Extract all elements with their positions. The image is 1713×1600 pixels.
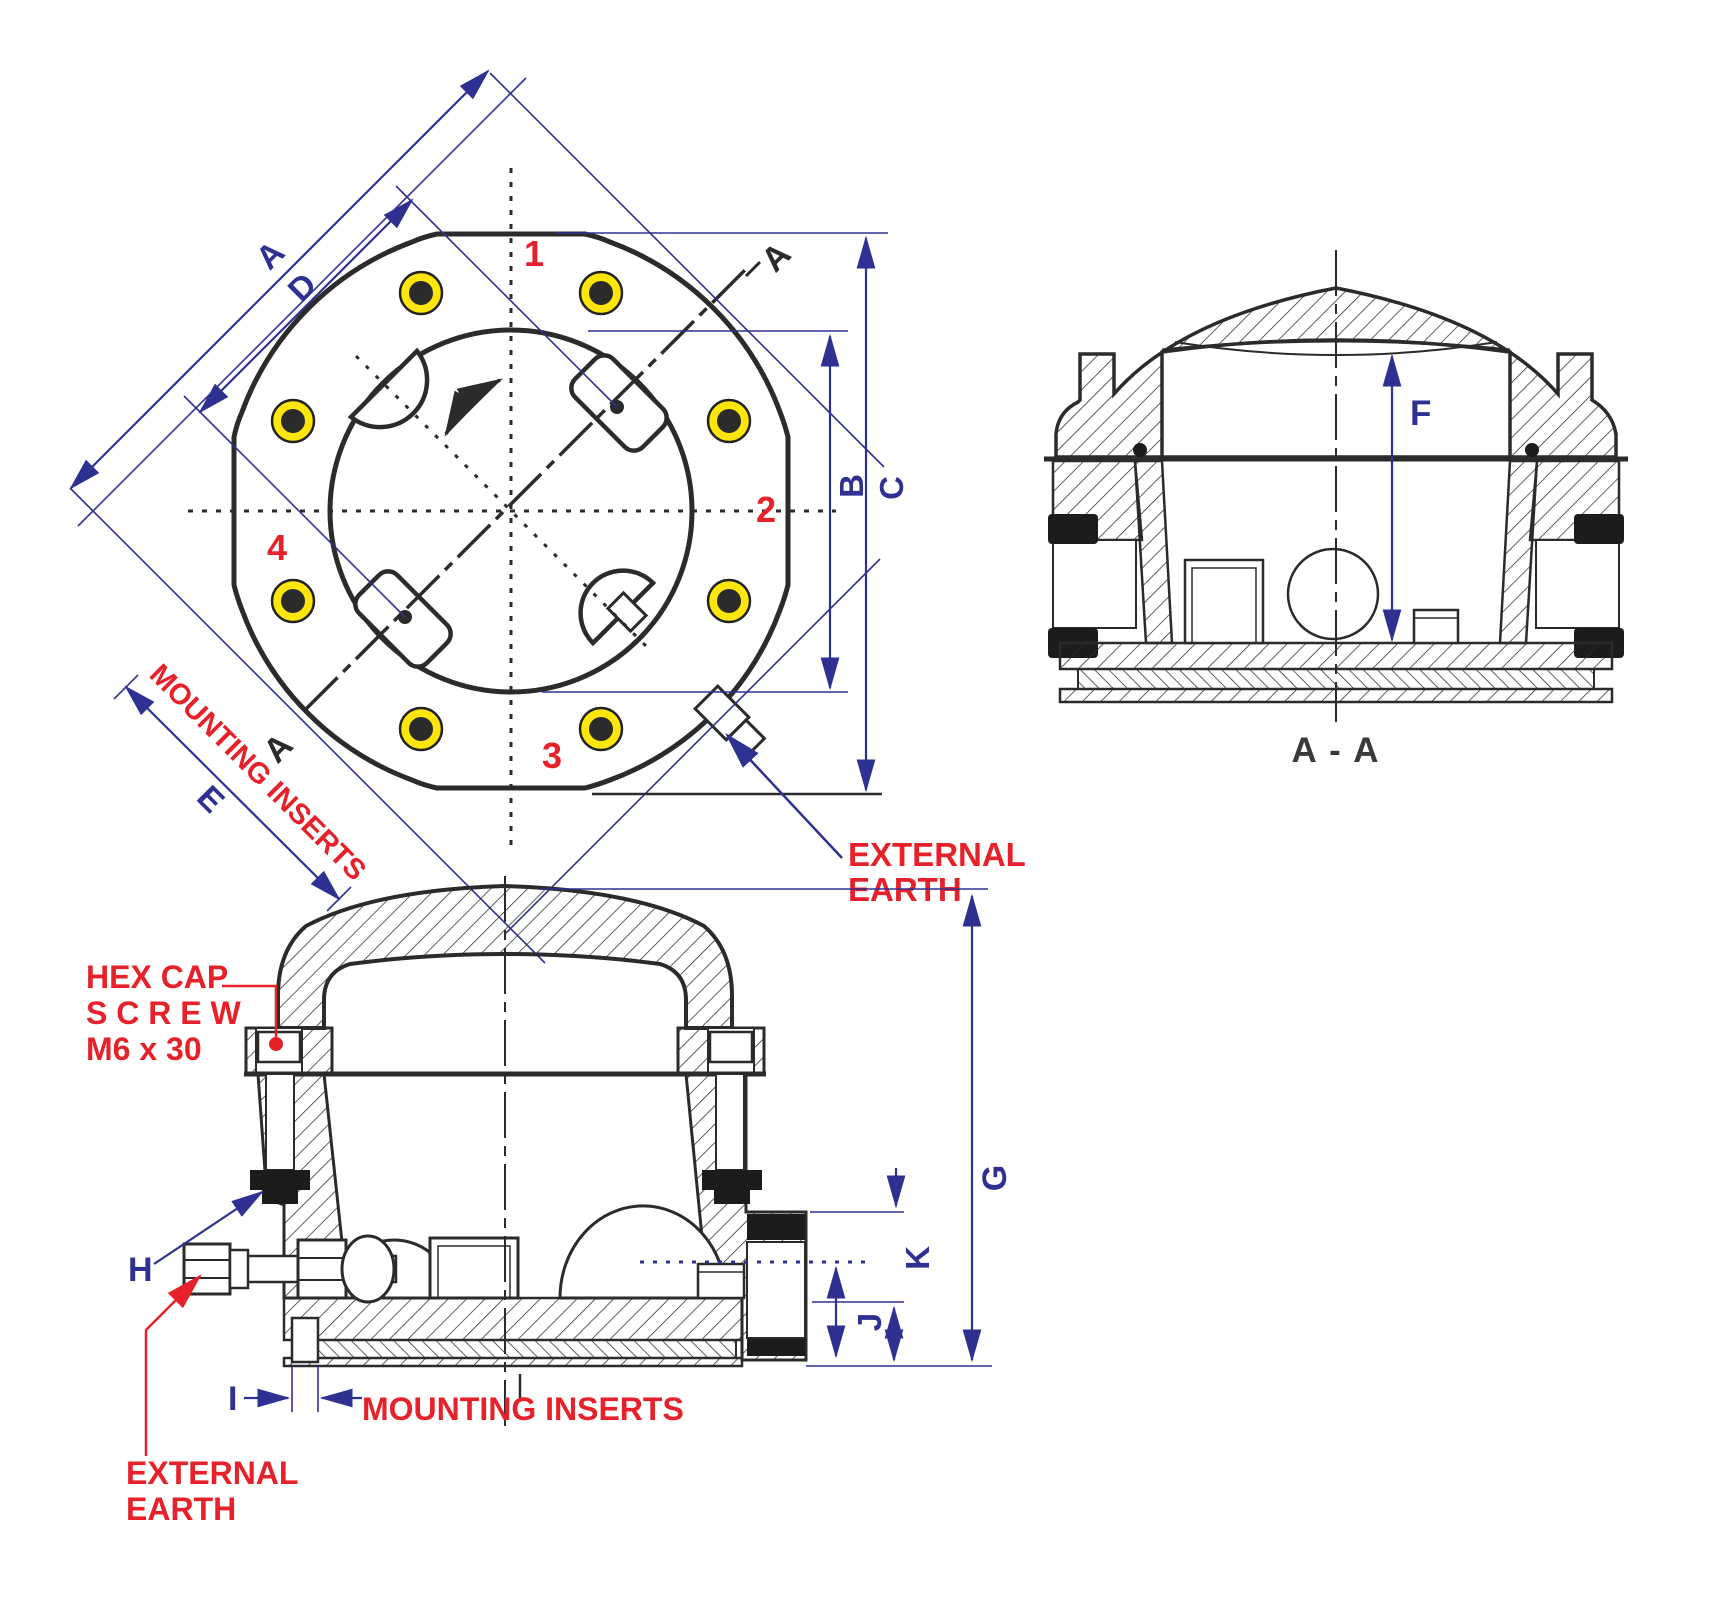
external-earth-side-line2: EARTH: [126, 1491, 236, 1527]
screw-shank-left: [250, 1073, 310, 1204]
earth-washer: [228, 1248, 250, 1290]
body-wall-left: [1133, 459, 1174, 645]
earth-hex-nut-inner: [296, 1238, 348, 1300]
dim-c-label: C: [873, 476, 910, 500]
section-aa-view: F A - A: [1044, 250, 1628, 770]
o-ring-right: [1525, 443, 1539, 457]
dim-e-label: E: [190, 778, 232, 820]
mounting-inserts-label-side-view: MOUNTING INSERTS: [362, 1391, 684, 1427]
dim-d-line: [198, 198, 414, 414]
mounting-hole: [706, 398, 752, 444]
side-view: HEX CAP S C R E W M6 x 30 H I G K J MOUN…: [86, 876, 1014, 1527]
insert-block-section: [1412, 608, 1460, 645]
position-2-label: 2: [756, 489, 776, 530]
mounting-hole: [578, 270, 624, 316]
cable-hole-circle: [1286, 547, 1380, 641]
mounting-hole: [578, 706, 624, 752]
half-dome-insert-block: [605, 590, 649, 634]
cable-entry-boss: [746, 1214, 806, 1356]
mounting-insert-bush: [290, 1316, 320, 1364]
side-floor-stack: [282, 1296, 744, 1368]
o-ring-left: [1133, 443, 1147, 457]
dim-e-line: [124, 685, 341, 901]
hex-cap-screw-head-right: [708, 1030, 754, 1064]
hex-cap-note-line2: S C R E W: [86, 995, 241, 1031]
dim-k-label: K: [899, 1246, 936, 1270]
dim-f-label: F: [1410, 394, 1431, 433]
centerlines: [188, 168, 836, 854]
external-earth-leader: [725, 733, 843, 859]
terminal-block-section: [1183, 558, 1265, 645]
clamp-ring-right: [676, 1026, 766, 1076]
mounting-hole: [706, 578, 752, 624]
clamp-stack-left: [1048, 459, 1144, 658]
dim-b-label: B: [833, 474, 870, 498]
clamp-ring-left: [244, 1026, 334, 1076]
mounting-hole: [270, 398, 316, 444]
dim-j-label: J: [851, 1313, 888, 1331]
dim-i-label: I: [228, 1380, 237, 1418]
external-earth-side-line1: EXTERNAL: [126, 1455, 298, 1491]
body-wall-right: [1498, 459, 1539, 645]
dim-h-label: H: [128, 1251, 153, 1289]
section-label-dash-top: [744, 260, 762, 278]
red-leaders: [144, 984, 283, 1456]
hex-cap-leader-dot: [269, 1037, 283, 1051]
dim-a-label: A: [248, 233, 291, 276]
dimension-lines: [69, 69, 888, 901]
position-1-label: 1: [524, 233, 544, 274]
hex-cap-note-line3: M6 x 30: [86, 1031, 202, 1067]
section-line-a-a: [303, 264, 751, 712]
clamp-stack-right: [1528, 459, 1624, 658]
side-terminal-block: [428, 1236, 520, 1300]
screw-shank-right: [702, 1073, 762, 1204]
side-dimensions: [153, 888, 992, 1412]
hex-cap-leader: [222, 984, 278, 1038]
side-lid-cross-section: [276, 883, 734, 1030]
hex-cap-note-line1: HEX CAP: [86, 959, 228, 995]
mounting-hole: [270, 578, 316, 624]
earth-dome-washer: [340, 1234, 396, 1304]
dim-g-label: G: [976, 1165, 1014, 1191]
side-insert-block: [696, 1262, 746, 1300]
top-view: A D E B C 1 2 3 4 A A MOUNTING INSERTS E…: [69, 69, 1026, 964]
mounting-hole: [398, 706, 444, 752]
external-earth-label-line1: EXTERNAL: [848, 836, 1026, 873]
dim-h-leader: [153, 1190, 264, 1265]
mounting-hole: [398, 270, 444, 316]
section-a-label-top: A: [754, 235, 798, 279]
external-earth-leader-side: [144, 1274, 202, 1456]
section-aa-caption: A - A: [1291, 731, 1380, 770]
mounting-holes: [270, 270, 752, 752]
position-3-label: 3: [542, 735, 562, 776]
position-4-label: 4: [267, 527, 287, 568]
external-earth-bolt: [182, 1234, 398, 1304]
